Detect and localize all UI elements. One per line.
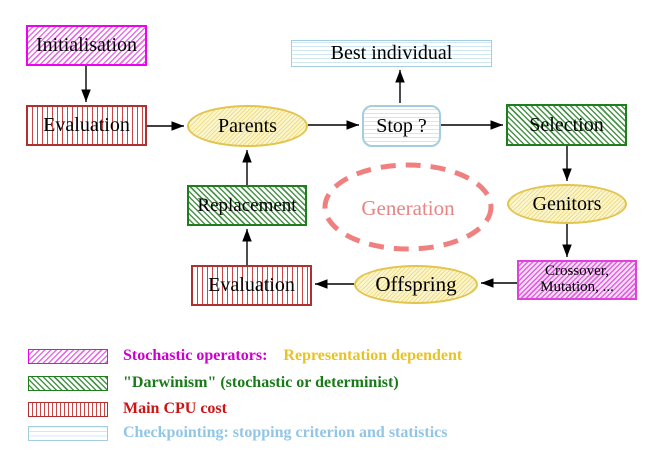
legend-text-darwinism: "Darwinism" (stochastic or determinist)	[123, 374, 399, 391]
legend-row-darwinism: "Darwinism" (stochastic or determinist)	[28, 374, 399, 392]
legend-row-checkpointing: Checkpointing: stopping criterion and st…	[28, 424, 447, 442]
node-selection-label: Selection	[529, 113, 604, 136]
node-best-individual: Best individual	[291, 40, 492, 67]
legend-text-checkpointing: Checkpointing: stopping criterion and st…	[123, 424, 448, 441]
node-best-individual-label: Best individual	[330, 42, 453, 64]
node-parents: Parents	[187, 105, 308, 147]
node-genitors: Genitors	[507, 184, 627, 224]
legend-text-representation-dependent: Representation dependent	[283, 347, 463, 364]
node-evaluation-bottom-label: Evaluation	[208, 274, 295, 296]
legend-text-stochastic-operators: Stochastic operators:	[123, 347, 268, 364]
generation-cycle-ellipse	[322, 162, 494, 252]
node-replacement: Replacement	[187, 185, 307, 226]
legend-text-cpu-cost: Main CPU cost	[123, 400, 227, 417]
node-genitors-label: Genitors	[532, 192, 602, 215]
node-crossover-mutation: Crossover, Mutation, ...	[517, 260, 637, 300]
node-crossover-line1: Crossover,	[545, 263, 609, 280]
node-stop-label: Stop ?	[376, 114, 427, 137]
generation-cycle-label: Generation	[361, 196, 455, 220]
node-parents-label: Parents	[218, 114, 277, 137]
legend-swatch-stochastic-hatch	[28, 348, 108, 364]
node-selection: Selection	[506, 104, 627, 146]
legend-label-stochastic: Stochastic operators: Representation dep…	[123, 347, 462, 365]
node-evaluation-top: Evaluation	[26, 105, 147, 146]
node-replacement-label: Replacement	[197, 194, 297, 216]
node-offspring-label: Offspring	[375, 272, 457, 297]
node-crossover-line2: Mutation, ...	[540, 279, 614, 295]
legend-row-cpu-cost: Main CPU cost	[28, 400, 227, 418]
legend-swatch-cpu-lines	[28, 401, 108, 417]
legend-row-stochastic: Stochastic operators: Representation dep…	[28, 347, 462, 365]
node-evaluation-top-label: Evaluation	[43, 114, 130, 136]
legend-swatch-darwinism-hatch	[28, 375, 108, 391]
node-evaluation-bottom: Evaluation	[191, 265, 312, 306]
node-offspring: Offspring	[354, 265, 478, 304]
legend-swatch-checkpointing-lines	[28, 425, 108, 441]
node-stop: Stop ?	[362, 105, 441, 147]
node-initialisation-label: Initialisation	[35, 34, 138, 56]
node-initialisation: Initialisation	[26, 25, 147, 66]
